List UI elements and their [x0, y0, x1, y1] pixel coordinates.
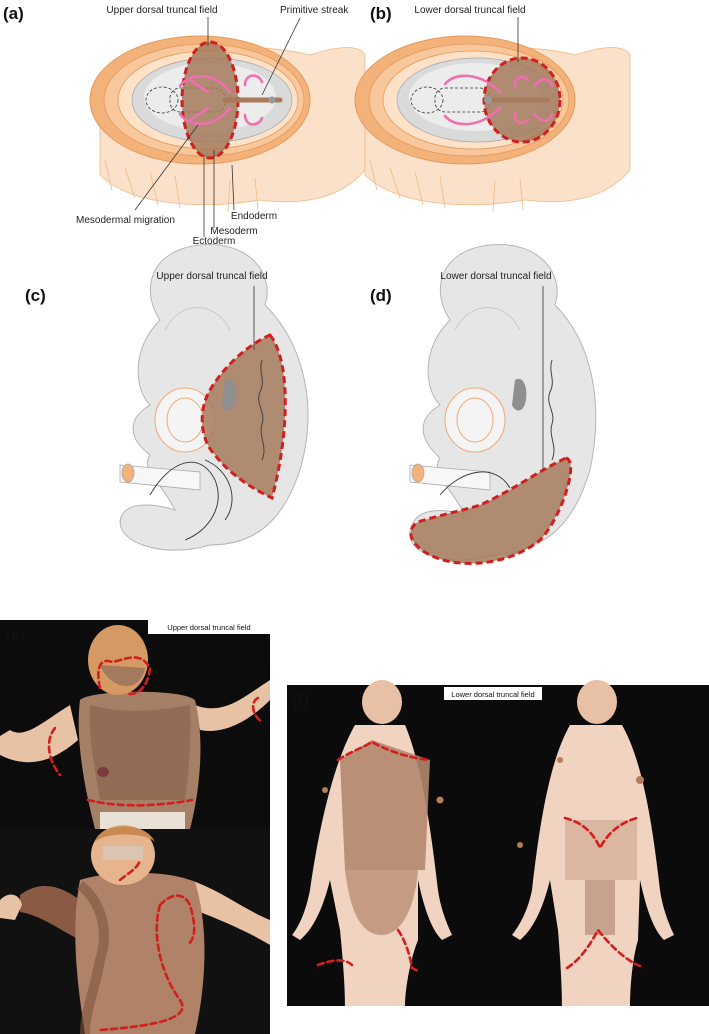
panel-e-upper-field-label: Upper dorsal truncal field: [167, 623, 250, 632]
panel-b-letter: (b): [370, 4, 392, 23]
panel-f-letter: (f): [292, 691, 309, 710]
panel-f-lower-field-label: Lower dorsal truncal field: [451, 690, 534, 699]
panel-b-lower-field-label: Lower dorsal truncal field: [414, 5, 525, 16]
panel-a-embryo-disc: [89, 35, 366, 213]
panel-b-embryo-disc: [354, 35, 631, 213]
mesodermal-migration-label: Mesodermal migration: [76, 215, 175, 226]
panel-a-upper-field-label: Upper dorsal truncal field: [106, 5, 217, 16]
panel-e-letter: (e): [5, 626, 26, 645]
panel-a-letter: (a): [3, 4, 24, 23]
panel-c-upper-field-label: Upper dorsal truncal field: [156, 271, 267, 282]
panel-d-lower-field-label: Lower dorsal truncal field: [440, 271, 551, 282]
lower-field-region-d: [409, 456, 573, 565]
panel-d-embryo: [409, 244, 597, 565]
panel-f-photo: [287, 680, 709, 1006]
endoderm-label: Endoderm: [231, 211, 277, 222]
panel-d-letter: (d): [370, 286, 392, 305]
panel-c-letter: (c): [25, 286, 46, 305]
primitive-streak-label: Primitive streak: [280, 5, 349, 16]
upper-field-region-c: [200, 333, 287, 501]
panel-c-embryo: [119, 244, 309, 551]
panel-e-photo-back: [0, 620, 270, 829]
mesoderm-label: Mesoderm: [210, 226, 257, 237]
ectoderm-label: Ectoderm: [193, 236, 236, 247]
panel-e-photo-front: [0, 825, 270, 1034]
